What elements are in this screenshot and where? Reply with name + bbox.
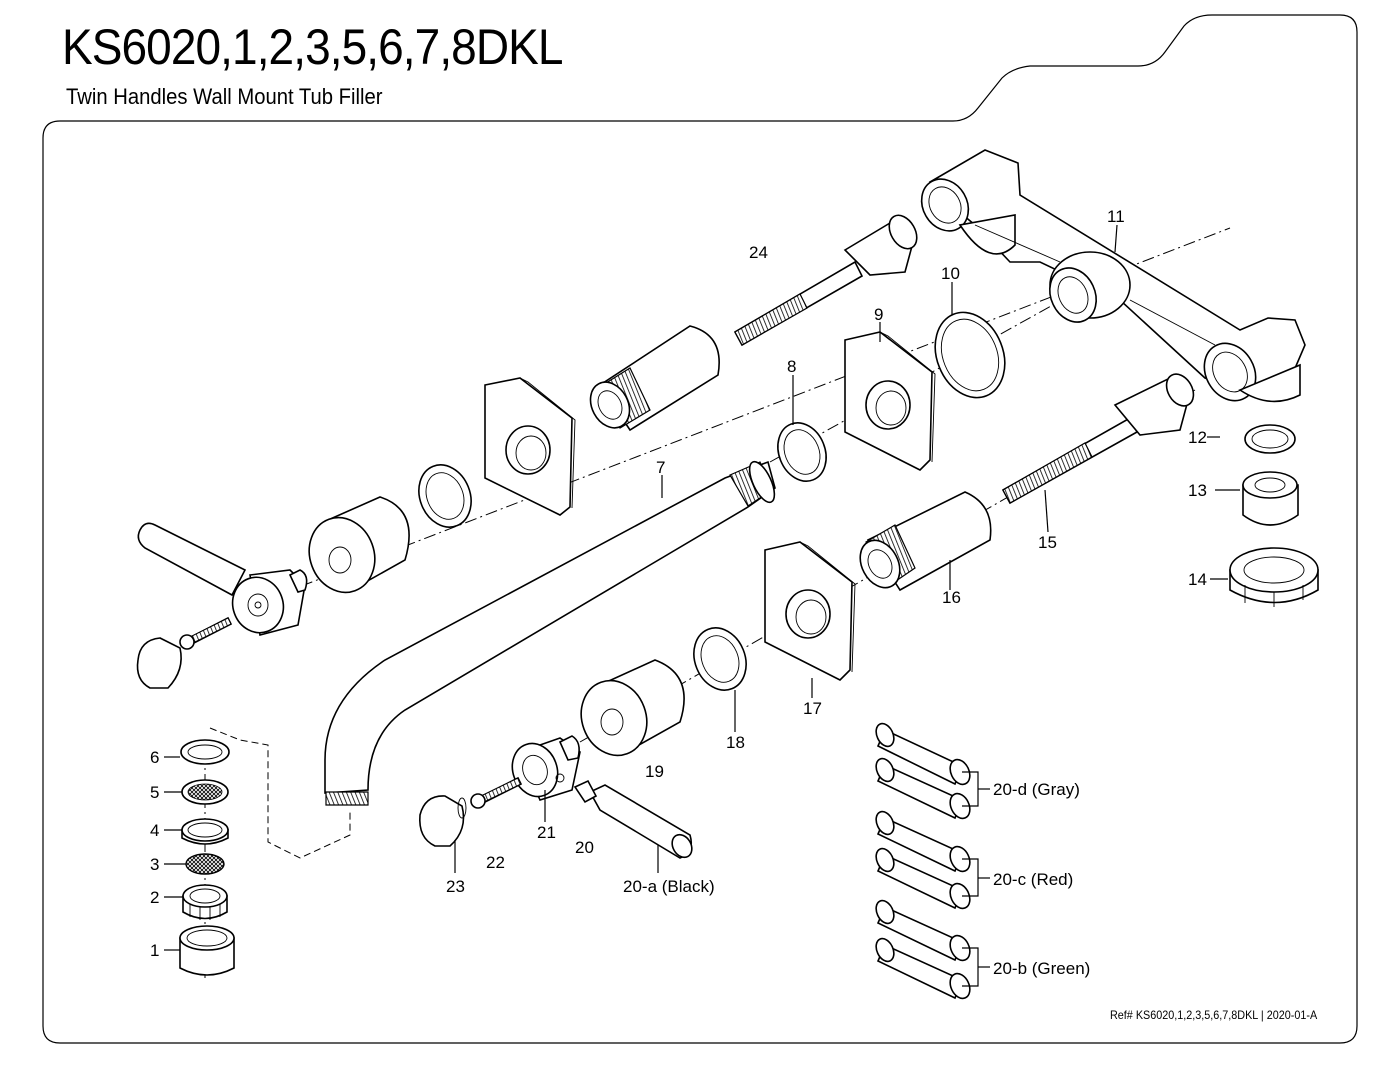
o-ring-part-8 bbox=[777, 422, 827, 482]
cartridge-part-24 bbox=[733, 214, 918, 347]
washer-part-12 bbox=[1244, 424, 1296, 454]
callout-6: 6 bbox=[150, 748, 159, 767]
callout-20b: 20-b (Green) bbox=[993, 959, 1090, 978]
handle-sleeve-left bbox=[308, 496, 410, 594]
aerator-insert-part-5 bbox=[181, 779, 229, 805]
callout-20: 20 bbox=[575, 838, 594, 857]
callout-12: 12 bbox=[1188, 428, 1207, 447]
callout-8: 8 bbox=[787, 357, 796, 376]
handle-gray-2 bbox=[875, 757, 971, 820]
aerator-shell-part-1 bbox=[179, 925, 235, 976]
callout-11: 11 bbox=[1107, 207, 1125, 226]
cartridge-part-15 bbox=[1001, 373, 1195, 505]
page-subtitle: Twin Handles Wall Mount Tub Filler bbox=[66, 84, 383, 109]
nut-part-14 bbox=[1229, 547, 1319, 607]
escutcheon-left bbox=[484, 377, 576, 516]
callout-5: 5 bbox=[150, 783, 159, 802]
callout-20d: 20-d (Gray) bbox=[993, 780, 1080, 799]
callout-13: 13 bbox=[1188, 481, 1207, 500]
handle-green-2 bbox=[875, 937, 971, 1000]
o-ring-left bbox=[418, 464, 472, 528]
callout-17: 17 bbox=[803, 699, 822, 718]
frame-border bbox=[42, 14, 1358, 1044]
o-ring-part-18 bbox=[693, 627, 747, 691]
escutcheon-part-17 bbox=[764, 541, 856, 681]
callout-4: 4 bbox=[150, 821, 159, 840]
callout-20a: 20-a (Black) bbox=[623, 877, 715, 896]
screw-part-22 bbox=[470, 776, 523, 809]
callout-24: 24 bbox=[749, 243, 768, 262]
callout-10: 10 bbox=[941, 264, 960, 283]
handle-red-2 bbox=[875, 847, 971, 910]
callout-20c: 20-c (Red) bbox=[993, 870, 1073, 889]
handle-color-options bbox=[875, 722, 990, 1000]
aerator-part-4 bbox=[181, 818, 229, 845]
callout-19: 19 bbox=[645, 762, 664, 781]
callout-labels: 11 24 10 9 8 7 12 13 15 14 16 17 18 19 2… bbox=[150, 207, 1207, 978]
spout-part-7 bbox=[324, 460, 776, 806]
handle-red-1 bbox=[875, 810, 971, 873]
handle-green-1 bbox=[875, 899, 971, 962]
page-title: KS6020,1,2,3,5,6,7,8DKL bbox=[62, 19, 563, 75]
callout-3: 3 bbox=[150, 855, 159, 874]
handle-cap-part-23 bbox=[418, 795, 467, 847]
escutcheon-part-9 bbox=[844, 331, 936, 471]
reference-number: Ref# KS6020,1,2,3,5,6,7,8DKL | 2020-01-A bbox=[1110, 1008, 1318, 1022]
adapter-part-13 bbox=[1242, 471, 1299, 526]
callout-16: 16 bbox=[942, 588, 961, 607]
aerator-assembly-leader bbox=[209, 727, 351, 859]
valve-body-part-11 bbox=[920, 149, 1306, 403]
handle-gray-1 bbox=[875, 722, 971, 786]
callout-7: 7 bbox=[656, 458, 665, 477]
callout-1: 1 bbox=[150, 941, 159, 960]
callout-22: 22 bbox=[486, 853, 505, 872]
callout-9: 9 bbox=[874, 305, 883, 324]
valve-sleeve-left bbox=[589, 325, 720, 432]
callout-14: 14 bbox=[1188, 570, 1207, 589]
handle-hub-part-21 bbox=[511, 735, 581, 801]
o-ring-part-10 bbox=[934, 311, 1006, 399]
handle-sleeve-part-19 bbox=[580, 659, 685, 757]
aerator-housing-part-2 bbox=[182, 884, 228, 920]
callout-18: 18 bbox=[726, 733, 745, 752]
callout-2: 2 bbox=[150, 888, 159, 907]
leader-lines bbox=[164, 224, 1240, 951]
handle-lever-left bbox=[136, 522, 308, 689]
valve-sleeve-part-16 bbox=[859, 491, 992, 592]
aerator-screen-part-3 bbox=[185, 853, 225, 875]
callout-21: 21 bbox=[537, 823, 556, 842]
callout-23: 23 bbox=[446, 877, 465, 896]
callout-15: 15 bbox=[1038, 533, 1057, 552]
handle-lever-part-20 bbox=[573, 779, 693, 859]
aerator-ring-part-6 bbox=[180, 739, 230, 765]
